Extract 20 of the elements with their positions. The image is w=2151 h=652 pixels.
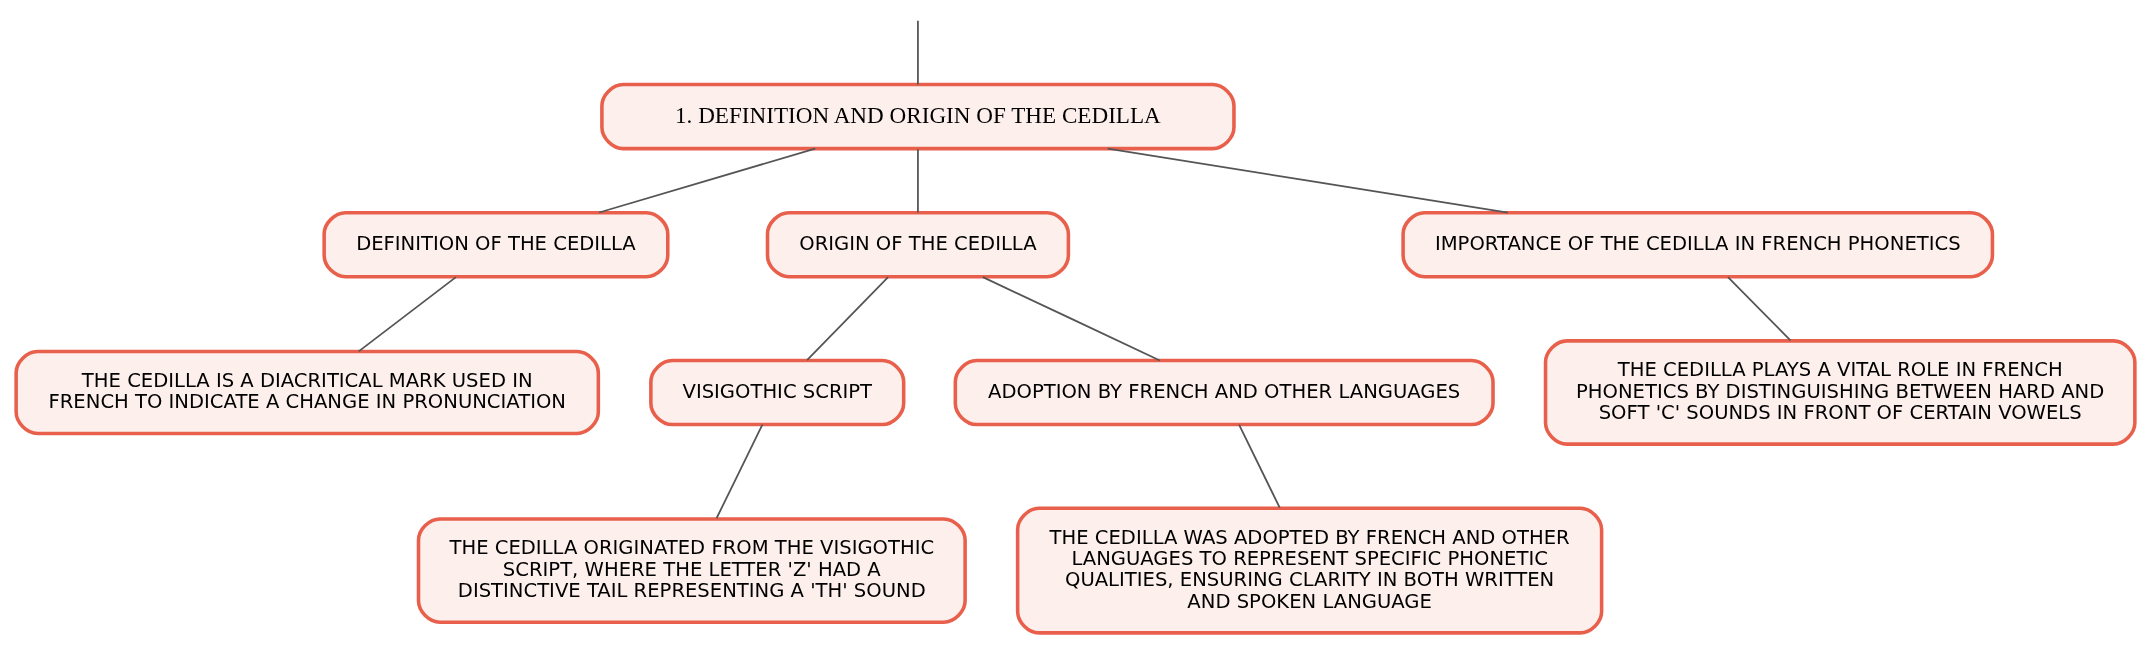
node-box: THE CEDILLA WAS ADOPTED BY FRENCH AND OTHER LANGUAGES TO REPRESENT SPECIFIC PHONETIC QUALITIES, ENSURING CLARITY IN BOTH WRITTEN AND SPOKEN LANGUAGE [1015, 506, 1604, 635]
connector [598, 147, 817, 214]
node-box: THE CEDILLA IS A DIACRITICAL MARK USED IN FRENCH TO INDICATE A CHANGE IN PRONUNCIATION [14, 349, 601, 436]
connector [917, 19, 919, 86]
node-box: IMPORTANCE OF THE CEDILLA IN FRENCH PHONETICS [1401, 210, 1995, 279]
connector [715, 423, 764, 520]
node-box: 1. DEFINITION AND ORIGIN OF THE CEDILLA [600, 82, 1236, 151]
node-box: DEFINITION OF THE CEDILLA [322, 210, 670, 279]
node-box: THE CEDILLA ORIGINATED FROM THE VISIGOTHIC SCRIPT, WHERE THE LETTER 'Z' HAD A DISTINCTIVE TAIL REPRESENTING A 'TH' SOUND [416, 517, 967, 624]
connector [1238, 423, 1281, 509]
node-box: THE CEDILLA PLAYS A VITAL ROLE IN FRENCH PHONETICS BY DISTINGUISHING BETWEEN HARD AND SOFT 'C' SOUNDS IN FRONT OF CERTAIN VOWELS [1543, 339, 2137, 446]
node-box: ADOPTION BY FRENCH AND OTHER LANGUAGES [953, 358, 1495, 427]
connector [1727, 276, 1792, 342]
connector [982, 276, 1161, 362]
node-box: ORIGIN OF THE CEDILLA [765, 210, 1071, 279]
connector [917, 148, 919, 214]
connector [806, 276, 889, 362]
connector [1106, 147, 1509, 214]
node-box: VISIGOTHIC SCRIPT [649, 358, 906, 427]
connector [357, 276, 457, 353]
